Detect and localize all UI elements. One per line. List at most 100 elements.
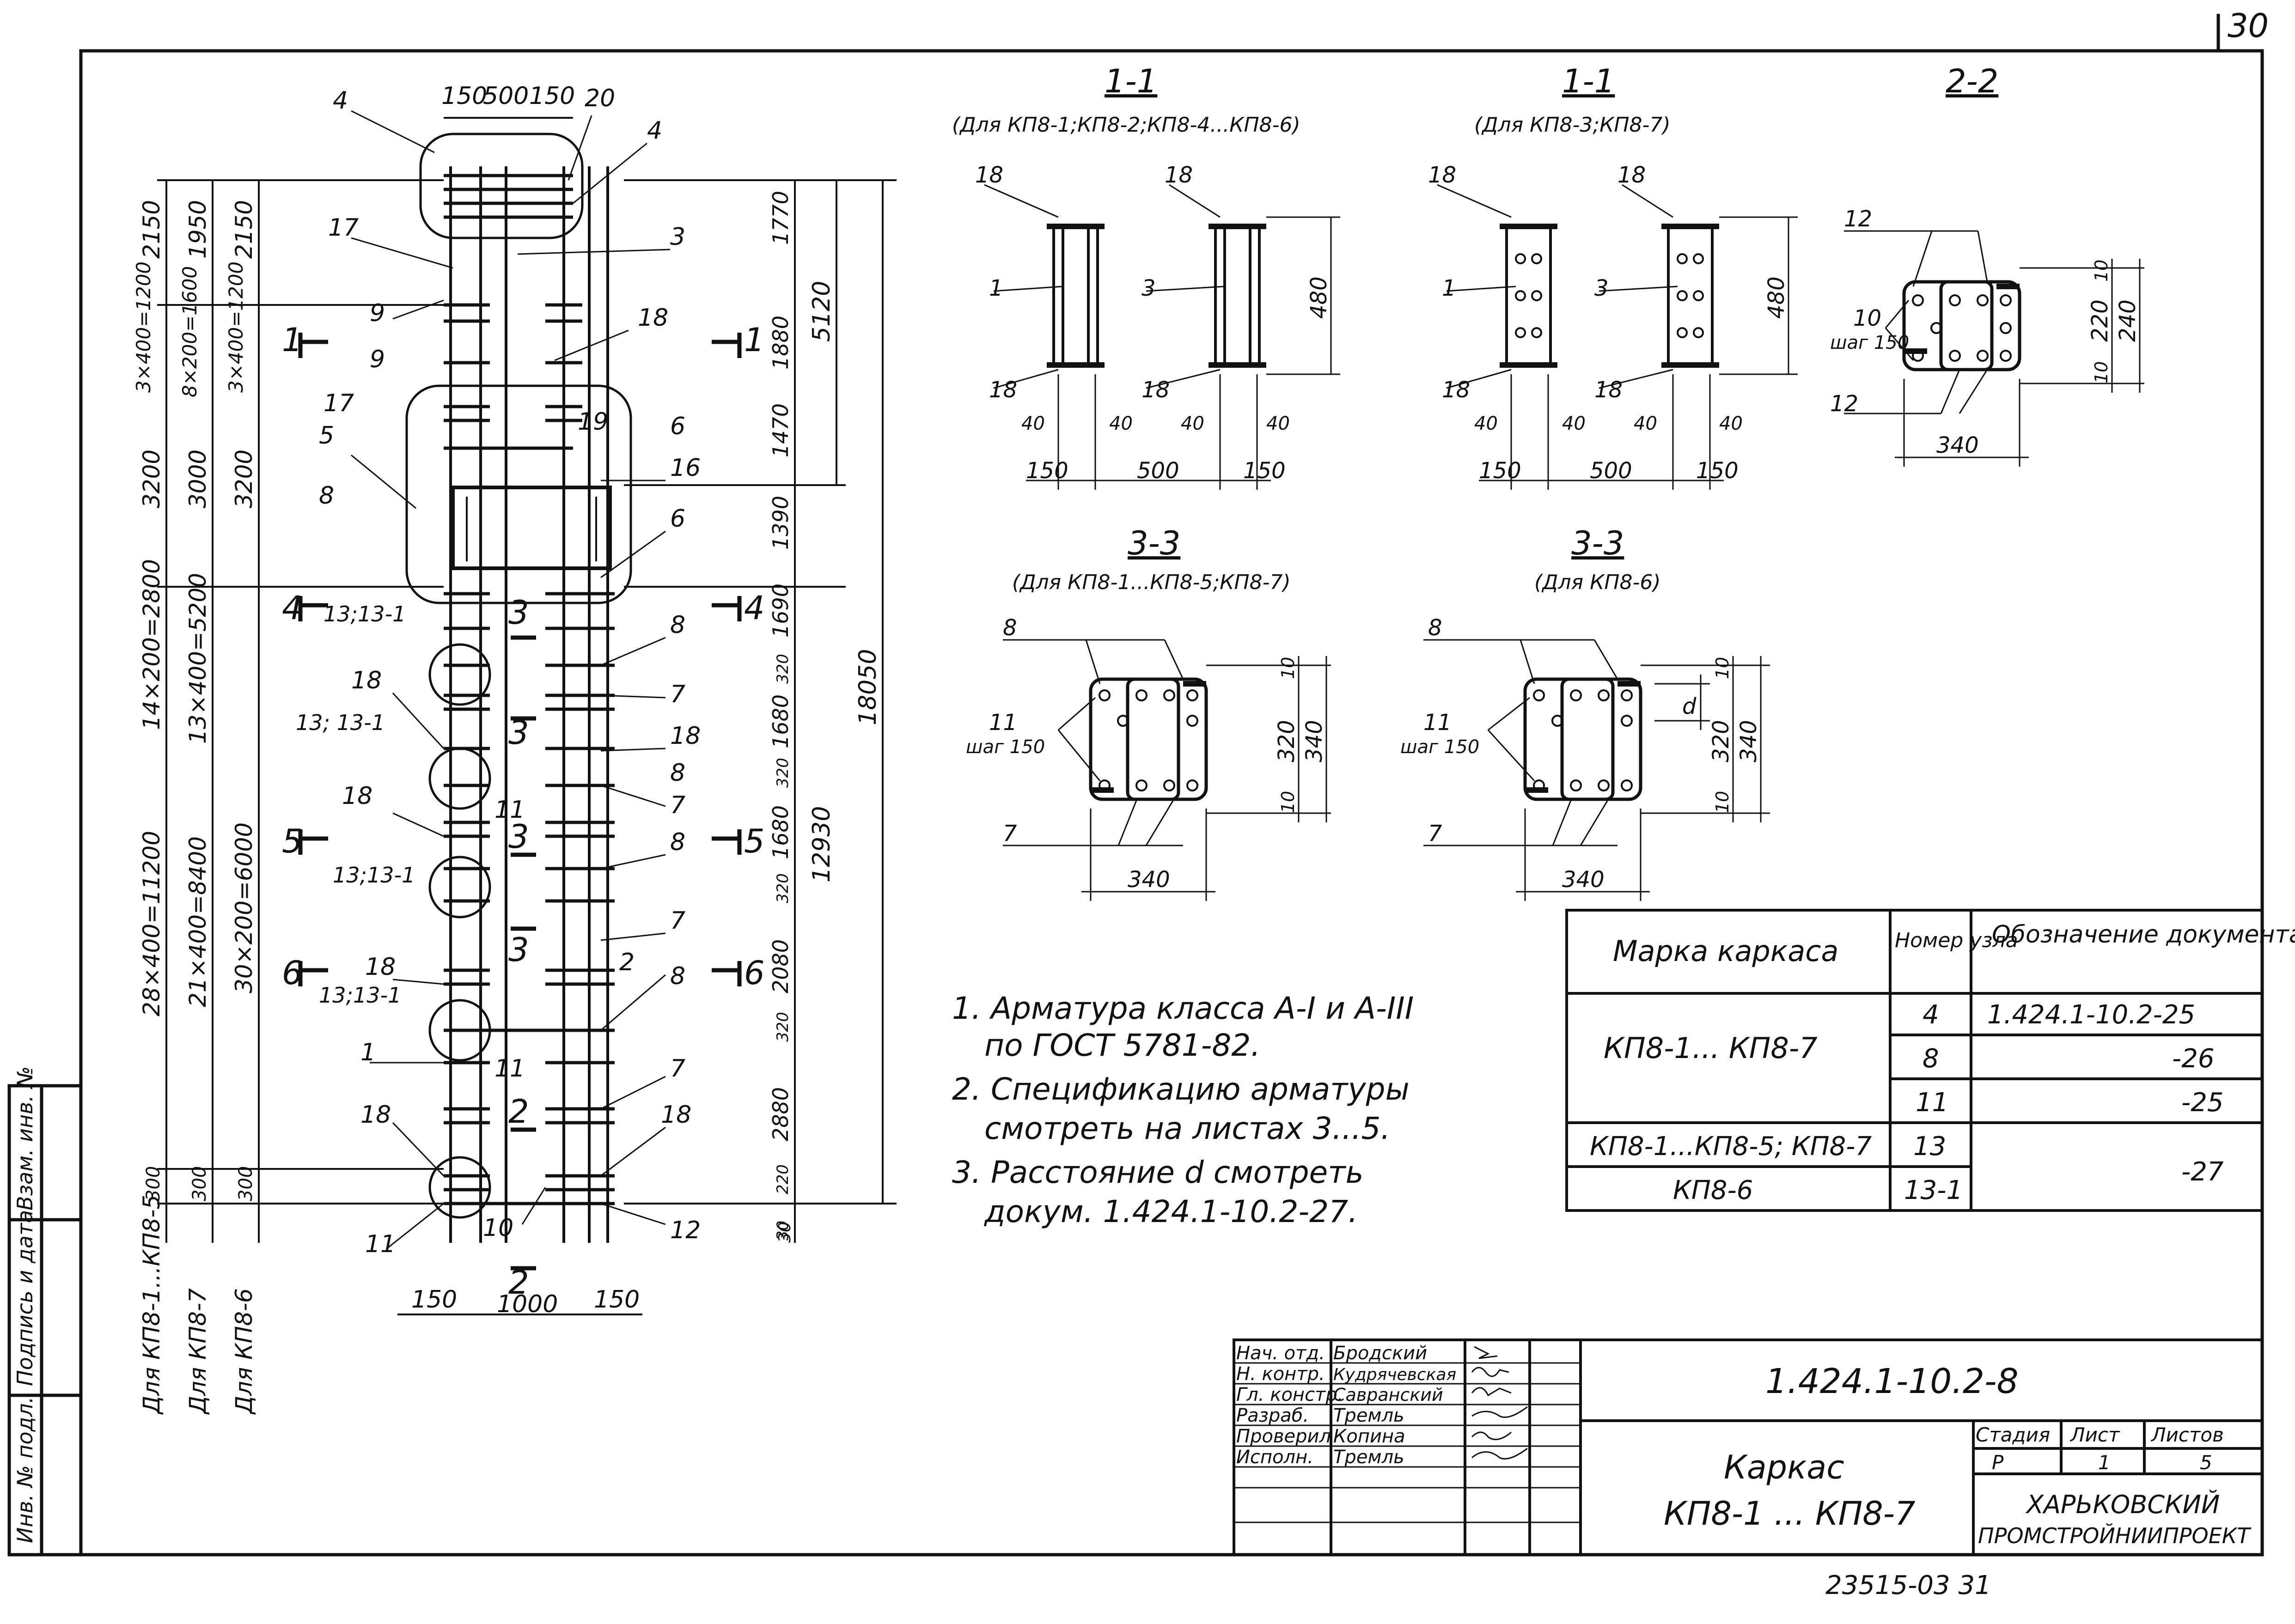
node-table: Марка каркаса Номер узла Обозначение док… <box>1565 909 2295 1212</box>
tb-sheets-value: 5 <box>2200 1451 2212 1474</box>
tb-org-line-2: ПРОМСТРОЙНИИПРОЕКТ <box>1978 1523 2252 1548</box>
note-line-1: 1. Арматура класса А-I и А-III <box>952 991 1414 1026</box>
label-12: 12 <box>670 1216 701 1244</box>
section-1-1a-dim-500: 500 <box>1137 458 1179 484</box>
tb-sheet-value: 1 <box>2098 1451 2111 1474</box>
section-mark-3c: 3 <box>508 818 529 856</box>
label-9b: 9 <box>370 346 385 373</box>
label-19: 19 <box>578 408 608 436</box>
section-mark-6-right: 6 <box>744 954 765 992</box>
tb-stage-value: Р <box>1992 1451 2004 1474</box>
side-stamp-replace: Взам. инв. № <box>12 1066 37 1210</box>
label-13b: 13; 13-1 <box>296 710 385 735</box>
bottom-dim-mid: 1000 <box>497 1290 558 1318</box>
section-2-2-dim-340: 340 <box>1936 432 1979 458</box>
section-1-1b-label-18-bl: 18 <box>1442 377 1470 403</box>
label-11c: 11 <box>365 1230 396 1258</box>
section-3-3b-dim-340-bottom: 340 <box>1562 867 1605 893</box>
right-dim-1: 1880 <box>768 316 793 370</box>
note-line-3: 2. Спецификацию арматуры <box>952 1071 1410 1107</box>
label-18e: 18 <box>365 953 396 981</box>
section-1-1a-dim-480: 480 <box>1306 276 1332 319</box>
right-dim-11: 320 <box>774 1012 792 1042</box>
top-dim-mid: 500 <box>483 82 529 110</box>
label-5: 5 <box>319 422 334 450</box>
section-1-1a-dim-150a: 150 <box>1026 458 1068 484</box>
section-1-1b-dim-40b: 40 <box>1562 413 1586 434</box>
section-3-3b-dim-10-bottom: 10 <box>1712 791 1733 813</box>
label-13a: 13;13-1 <box>323 602 406 626</box>
main-elevation <box>157 110 897 1315</box>
left-dim-c1-1: 3×400=1200 <box>132 262 155 393</box>
right-total-5120: 5120 <box>808 281 836 342</box>
right-dim-12: 2880 <box>768 1087 793 1141</box>
note-line-4: смотреть на листах 3...5. <box>984 1111 1391 1146</box>
right-dim-7: 320 <box>774 758 792 788</box>
label-18d: 18 <box>342 782 372 810</box>
tb-role-1: Н. контр. <box>1236 1363 1325 1385</box>
signature-3 <box>1471 1387 1512 1397</box>
section-1-1b-dim-500: 500 <box>1590 458 1632 484</box>
left-dim-c3-0: 2150 <box>231 200 257 259</box>
table-row-0-doc: 1.424.1-10.2-25 <box>1987 1000 2195 1030</box>
section-mark-5-right: 5 <box>744 822 765 860</box>
section-3-3a-dim-340-right: 340 <box>1301 720 1327 762</box>
label-8e: 8 <box>670 962 685 990</box>
table-row-3-mark: КП8-1...КП8-5; КП8-7 <box>1590 1131 1872 1162</box>
section-2-2-label-10: 10 <box>1853 305 1881 331</box>
section-mark-3d: 3 <box>508 931 529 969</box>
signature-4 <box>1471 1406 1528 1418</box>
label-11b: 11 <box>494 1055 525 1083</box>
table-row-2-doc: -25 <box>2181 1088 2223 1118</box>
table-row-3-node: 13 <box>1913 1131 1946 1162</box>
section-mark-4-right: 4 <box>744 589 765 627</box>
section-1-1a-dim-40d: 40 <box>1266 413 1290 434</box>
side-stamp-frame <box>7 1084 83 1557</box>
label-1: 1 <box>360 1039 376 1066</box>
label-18g: 18 <box>661 1101 691 1129</box>
signature-6 <box>1471 1448 1528 1460</box>
table-row-0-mark: КП8-1... КП8-7 <box>1604 1031 1818 1065</box>
label-10: 10 <box>483 1214 513 1242</box>
section-3-3a-title: 3-3 <box>1128 524 1180 562</box>
section-2-2-label-step: шаг 150 <box>1830 332 1909 353</box>
table-row-1-node: 8 <box>1923 1044 1939 1074</box>
section-1-1a-label-1: 1 <box>989 275 1003 301</box>
section-1-1b-label-1: 1 <box>1442 275 1456 301</box>
left-dim-c1-3: 14×200=2800 <box>138 559 165 730</box>
tb-stage-header: Стадия <box>1976 1423 2050 1446</box>
label-13c: 13;13-1 <box>333 863 415 888</box>
section-3-3a-dim-320: 320 <box>1274 720 1300 762</box>
label-18f: 18 <box>360 1101 391 1129</box>
sheet-frame <box>79 49 2264 1557</box>
right-dim-14: 30 <box>774 1221 792 1241</box>
left-dim-c2-1: 8×200=1600 <box>178 266 201 397</box>
left-dim-c2-5: 300 <box>189 1166 210 1201</box>
section-1-1a-dim-40a: 40 <box>1021 413 1045 434</box>
note-line-6: докум. 1.424.1-10.2-27. <box>984 1194 1358 1229</box>
section-mark-4-left: 4 <box>282 589 303 627</box>
title-block: Нач. отд. Н. контр. Гл. констр. Разраб. … <box>1233 1338 2264 1556</box>
section-1-1a-label-18-bl: 18 <box>989 377 1017 403</box>
table-header-doc: Обозначение документа <box>1992 921 2295 949</box>
tb-title-line-1: Каркас <box>1724 1448 1844 1486</box>
section-3-3b: 3-3 (Для КП8-6) <box>1400 524 1770 901</box>
section-1-1b-subtitle: (Для КП8-3;КП8-7) <box>1474 113 1671 137</box>
section-mark-2b: 2 <box>508 1264 529 1302</box>
section-2-2-label-12-bottom: 12 <box>1830 391 1858 417</box>
table-row-4-mark: КП8-6 <box>1673 1175 1753 1205</box>
label-6b: 6 <box>670 505 685 533</box>
tb-role-0: Нач. отд. <box>1236 1343 1325 1364</box>
section-1-1a-dim-150b: 150 <box>1243 458 1286 484</box>
side-stamp: Инв. № подл. Подпись и дата Взам. инв. № <box>12 1066 37 1543</box>
left-dim-c1-5: 300 <box>143 1166 164 1201</box>
left-dim-c1-2: 3200 <box>138 450 165 508</box>
bottom-code: 23515-03 31 <box>1825 1570 1991 1600</box>
signature-1 <box>1474 1346 1498 1359</box>
label-6a: 6 <box>670 413 685 440</box>
section-1-1b-title: 1-1 <box>1562 62 1615 100</box>
label-4a: 4 <box>333 87 348 115</box>
right-dim-13: 220 <box>774 1164 792 1194</box>
label-8d: 8 <box>670 828 685 856</box>
table-header-node: Номер узла <box>1895 929 2018 952</box>
